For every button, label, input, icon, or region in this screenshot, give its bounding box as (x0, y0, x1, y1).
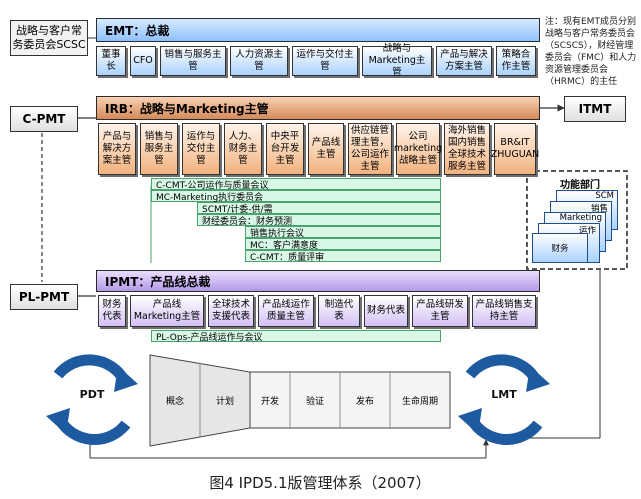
green-item-mc-satisfaction: MC：客户满意度 (245, 238, 441, 251)
irb-row: 产品与解决方案主管 销售与服务主管 运作与交付主管 人力、财务主管 中央平台开发… (96, 120, 540, 178)
emt-header: EMT：总裁 (96, 18, 540, 42)
lmt-cycle-arrows (458, 354, 550, 446)
phase-develop: 开发 (260, 397, 279, 407)
ipmt-cell-marketing: 产品线Marketing主管 (130, 295, 204, 327)
green-item-sales-exec: 销售执行会议 (245, 226, 441, 239)
ipmt-cell-finance-2: 财务代表 (364, 295, 408, 327)
emt-cell-strategy: 战略与Marketing主管 (362, 43, 432, 78)
pdt-label: PDT (79, 388, 105, 401)
funnel-body (249, 371, 451, 429)
irb-cell-sales: 销售与服务主管 (140, 123, 178, 175)
ipmt-cell-sales-support: 产品线销售支持主管 (472, 295, 536, 327)
cpmt-box: C-PMT (10, 106, 78, 132)
emt-cell-operations: 运作与交付主管 (292, 46, 358, 76)
irb-header: IRB：战略与Marketing主管 (96, 96, 540, 120)
green-item-ccmt: C-CMT-公司运作与质量会议 (151, 178, 441, 191)
irb-cell-operations: 运作与交付主管 (182, 123, 220, 175)
green-item-finance: 财经委员会：财务预测 (197, 214, 441, 227)
ipmt-cell-manufacturing: 制造代表 (318, 295, 360, 327)
ipmt-cell-rnd: 产品线研发主管 (412, 295, 468, 327)
emt-cell-chairman: 董事长 (96, 46, 126, 76)
irb-cell-global-sales: 海外销售国内销售全球技术服务主管 (444, 123, 490, 175)
phase-lifecycle: 生命周期 (401, 397, 438, 407)
ipmt-cell-tech-support: 全球技术支援代表 (208, 295, 254, 327)
phase-verify: 验证 (305, 397, 324, 407)
ipmt-cell-quality: 产品线运作质量主管 (258, 295, 314, 327)
emt-cell-cfo: CFO (130, 46, 156, 76)
ipmt-cell-finance: 财务代表 (98, 295, 126, 327)
figure-caption: 图4 IPD5.1版管理体系（2007） (209, 474, 431, 492)
function-dept-frame (526, 170, 628, 270)
irb-cell-marketing: 公司marketing战略主管 (394, 123, 442, 175)
irb-cell-products: 产品与解决方案主管 (98, 123, 136, 175)
emt-cell-sales: 销售与服务主管 (160, 46, 226, 76)
phase-concept: 概念 (165, 397, 184, 407)
irb-cell-brit: BR&IT ZHUGUAN (491, 123, 539, 175)
pdt-cycle-arrows (46, 354, 138, 446)
irb-cell-supply-chain: 供应链管理主管，公司运作主管 (348, 123, 392, 175)
irb-cell-platform: 中央平台开发主管 (266, 123, 304, 175)
emt-row: 董事长 CFO 销售与服务主管 人力资源主管 运作与交付主管 战略与Market… (96, 42, 540, 78)
emt-cell-hr: 人力资源主管 (230, 46, 288, 76)
function-dept-title: 功能部门 (560, 180, 600, 191)
irb-cell-product-line: 产品线主管 (308, 123, 344, 175)
green-item-mc-marketing: MC-Marketing执行委员会 (151, 190, 441, 203)
ipmt-row: 财务代表 产品线Marketing主管 全球技术支援代表 产品线运作质量主管 制… (96, 292, 540, 330)
green-item-quality-review: C-CMT：质量评审 (245, 250, 441, 263)
emt-cell-partners: 策略合作主管 (496, 46, 536, 76)
ipmt-header: IPMT：产品线总裁 (96, 270, 540, 292)
plops-meeting: PL-Ops-产品线运作与会议 (151, 330, 441, 343)
function-card-finance: 财务 (532, 233, 588, 263)
irb-cell-hr-finance: 人力、财务主管 (224, 123, 262, 175)
phase-plan: 计划 (215, 397, 234, 407)
emt-cell-products: 产品与解决方案主管 (436, 46, 492, 76)
plpmt-box: PL-PMT (10, 284, 78, 310)
lmt-label: LMT (491, 388, 517, 401)
emt-note: 注：现有EMT成员分别战略与客户常务委员会（SCSCS），财经管理委员会（FMC… (545, 17, 637, 87)
phase-release: 发布 (355, 397, 374, 407)
green-item-scmt: SCMT/计委-供/需 (197, 202, 441, 215)
scsc-box: 战略与客户常务委员会SCSC (10, 20, 88, 56)
itmt-box: ITMT (564, 96, 626, 122)
